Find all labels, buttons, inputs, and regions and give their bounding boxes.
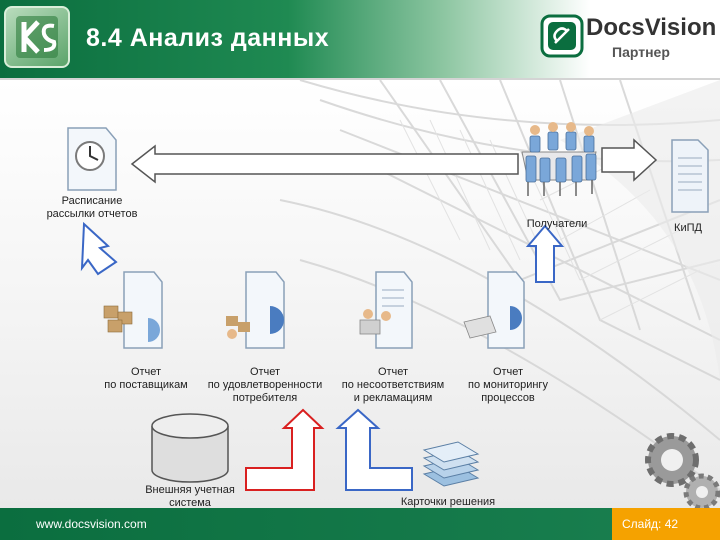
header-divider: [0, 78, 720, 80]
arrow-to-recipients: [525, 224, 565, 283]
label-recipients: Получатели: [526, 218, 588, 230]
logo-subtitle: Партнер: [612, 44, 670, 60]
logo-brand-text: DocsVision: [586, 14, 717, 41]
slide-number: Слайд: 42: [622, 517, 679, 531]
cards-stack-icon: [422, 441, 480, 487]
arrow-cards-to-nonconformity: [335, 408, 413, 491]
slide-footer: www.docsvision.com: [0, 508, 720, 540]
report-document-icon: [463, 271, 525, 349]
label-kipd: КиПД: [674, 222, 702, 234]
slide-number-badge: Слайд: 42: [612, 508, 720, 540]
ks-logo-icon: [4, 6, 70, 68]
arrow-to-kipd: [601, 138, 658, 182]
clock-document-icon: [67, 127, 117, 191]
report-document-icon: [103, 271, 163, 349]
gears-icon: [645, 433, 720, 511]
report-document-icon: [226, 271, 285, 349]
label-decision-cards: Карточки решения: [400, 496, 496, 508]
database-cylinder-icon: [151, 413, 229, 483]
footer-url-link[interactable]: www.docsvision.com: [36, 517, 147, 531]
page-title: 8.4 Анализ данных: [86, 24, 330, 52]
report-document-icon: [359, 271, 413, 349]
document-icon: [671, 139, 709, 213]
double-arrow-top: [130, 144, 519, 184]
arrow-system-to-satisfaction: [245, 408, 325, 491]
arrow-schedule-down: [80, 221, 118, 276]
meeting-people-icon: [521, 122, 597, 196]
docsvision-logo: DocsVision Партнер: [540, 14, 716, 68]
slide-header: [0, 0, 720, 80]
docsvision-logo-icon: [540, 14, 584, 58]
